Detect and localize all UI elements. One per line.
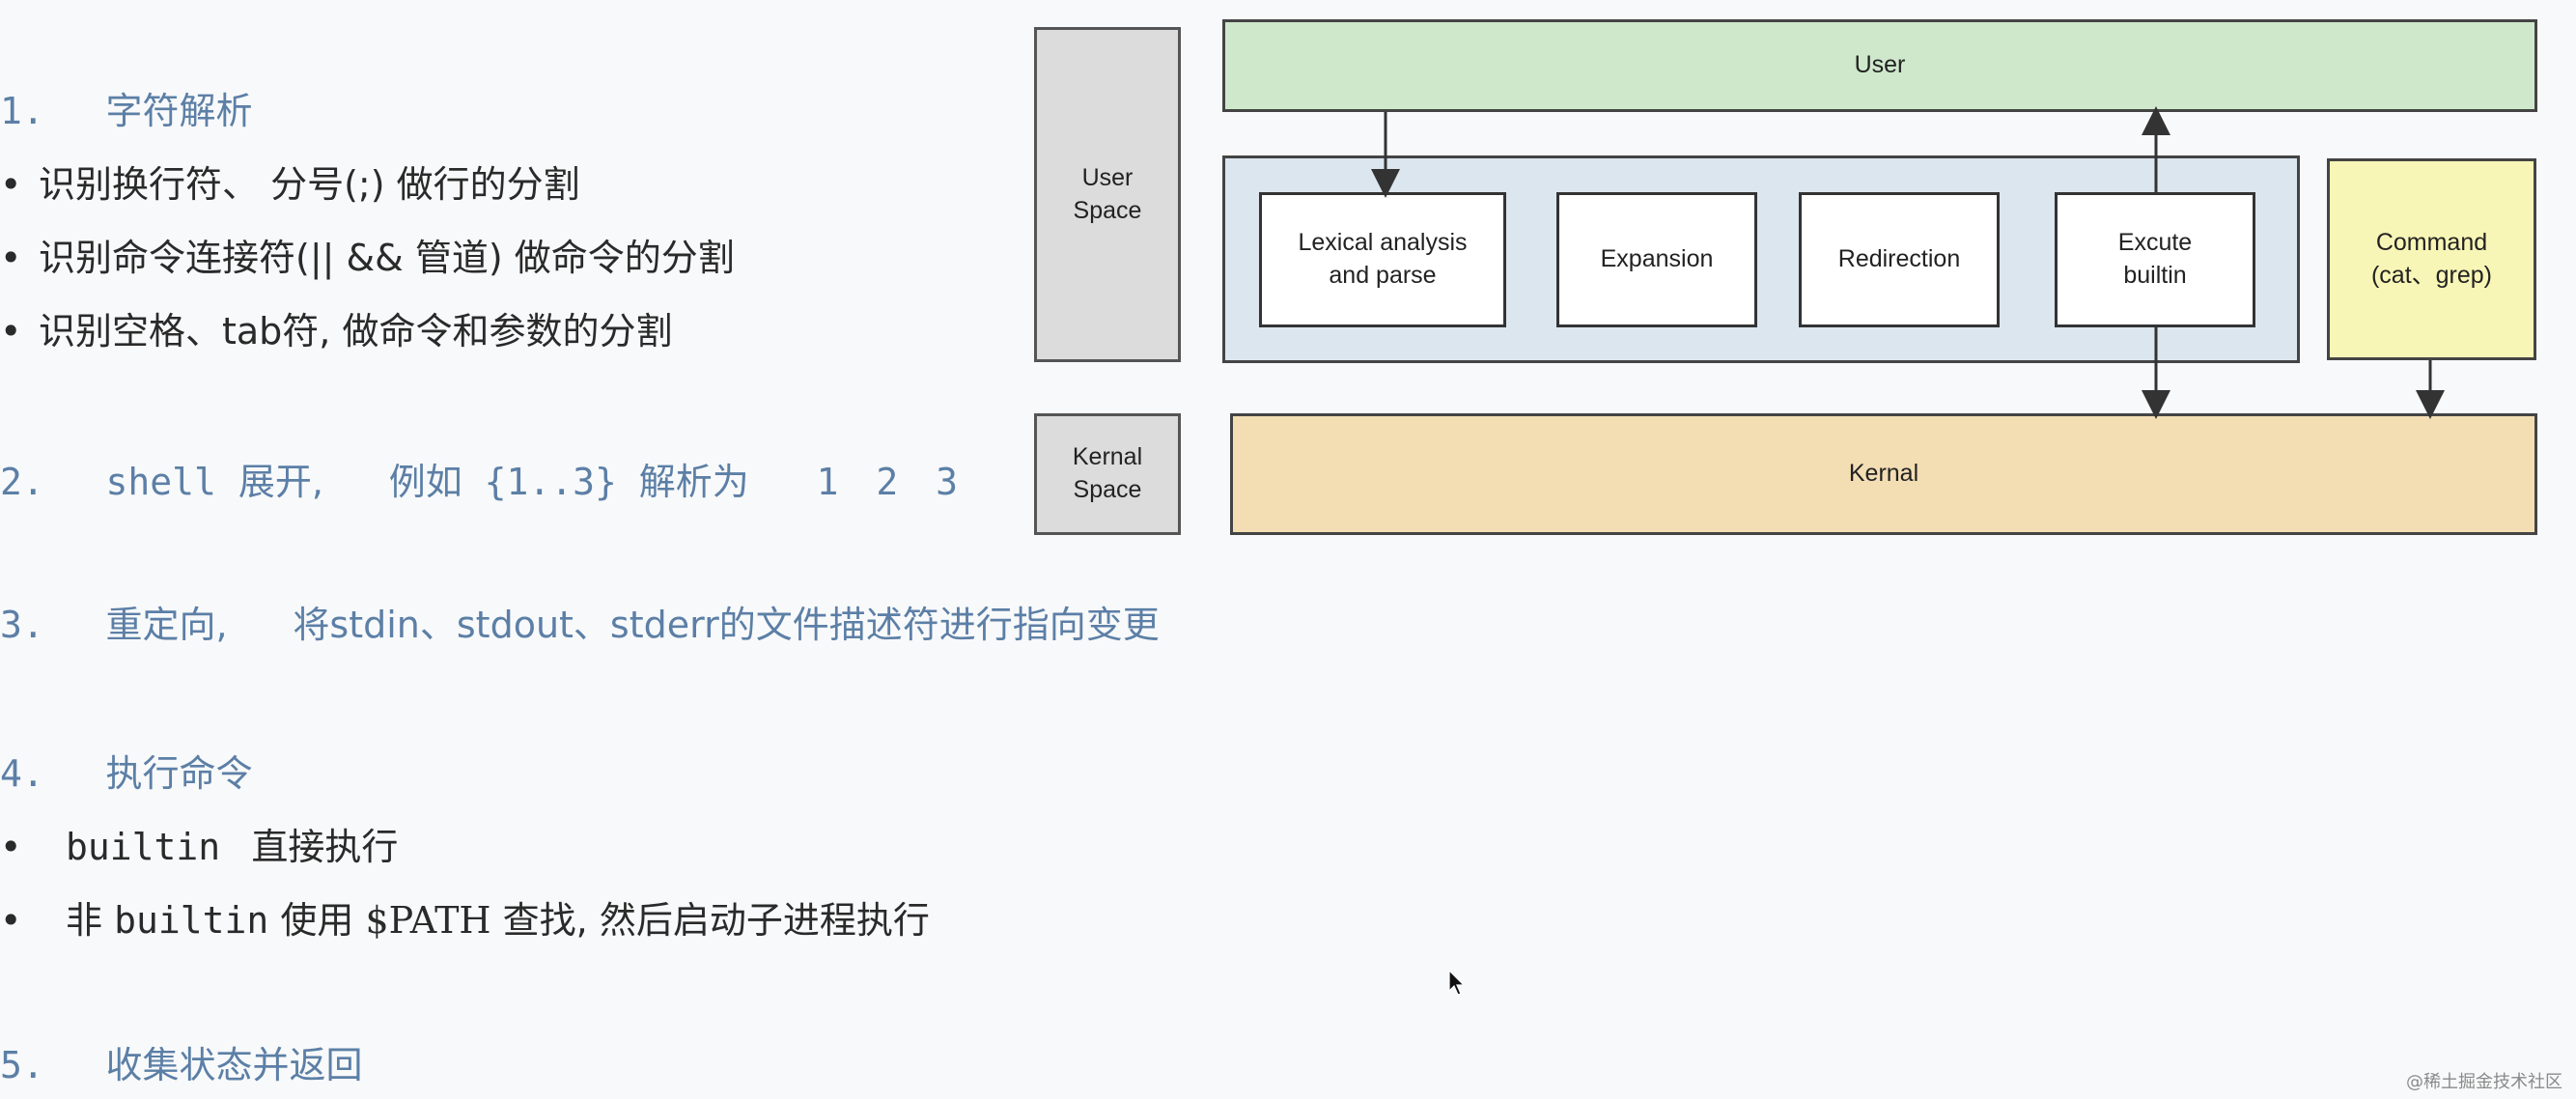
step-2-heading: 2. shell 展开, 例如 {1..3} 解析为 1 2 3 [0, 452, 966, 505]
step-number: 5. [0, 1044, 44, 1086]
step-number: 4. [0, 752, 44, 795]
bullet-text: 识别换行符、 分号(;) 做行的分割 [39, 163, 580, 206]
redirection-box: Redirection [1799, 192, 2000, 327]
step-1-bullet-1: • 识别换行符、 分号(;) 做行的分割 [0, 155, 580, 208]
step-4-bullet-2: • 非 builtin 使用 $PATH 查找, 然后启动子进程执行 [0, 890, 930, 944]
step-title: 展开, [238, 461, 323, 503]
bullet-dot-icon: • [0, 310, 22, 352]
bullet-text: 直接执行 [251, 826, 399, 868]
step-1-bullet-2: • 识别命令连接符(|| && 管道) 做命令的分割 [0, 228, 735, 281]
brace-expansion-code: {1..3} [484, 461, 617, 503]
excute-builtin-label: Excute builtin [2117, 229, 2193, 289]
watermark: @稀土掘金技术社区 [2406, 1072, 2562, 1092]
kernal-label: Kernal [1848, 460, 1919, 488]
builtin-code: builtin [114, 899, 269, 942]
kernal-space-label: Kernal Space [1072, 443, 1143, 503]
result-label: 解析为 [638, 461, 749, 503]
step-4-bullet-1: • builtin 直接执行 [0, 817, 398, 870]
bullet-text: 识别空格、tab符, 做命令和参数的分割 [39, 310, 673, 352]
user-box: User [1222, 19, 2537, 112]
bullet-text: 查找, 然后启动子进程执行 [502, 899, 930, 942]
bullet-text: 识别命令连接符(|| && 管道) 做命令的分割 [39, 237, 735, 279]
lexical-analysis-box: Lexical analysis and parse [1259, 192, 1506, 327]
bullet-dot-icon: • [0, 826, 22, 868]
redirection-label: Redirection [1837, 245, 1961, 273]
step-title: 收集状态并返回 [105, 1044, 363, 1086]
kernal-space-box: Kernal Space [1034, 413, 1181, 535]
kernal-box: Kernal [1230, 413, 2537, 535]
bullet-prefix: 非 [66, 899, 103, 942]
step-title: 字符解析 [105, 90, 253, 132]
lexical-analysis-label: Lexical analysis and parse [1298, 229, 1468, 289]
step-3-heading: 3. 重定向, 将stdin、stdout、stderr的文件描述符进行指向变更 [0, 595, 1160, 648]
step-number: 2. [0, 461, 44, 503]
user-space-label: User Space [1073, 163, 1142, 224]
bullet-dot-icon: • [0, 163, 22, 206]
bullet-mid: 使用 [280, 899, 354, 942]
path-variable: $PATH [365, 899, 491, 942]
command-label: Command (cat、grep) [2370, 228, 2493, 289]
excute-builtin-box: Excute builtin [2055, 192, 2255, 327]
command-box: Command (cat、grep) [2327, 158, 2536, 360]
expansion-label: Expansion [1600, 245, 1714, 273]
expansion-box: Expansion [1556, 192, 1757, 327]
bullet-dot-icon: • [0, 237, 22, 279]
step-title: 重定向, [105, 604, 228, 646]
mouse-pointer-icon [1448, 970, 1466, 996]
user-space-box: User Space [1034, 27, 1181, 362]
step-1-bullet-3: • 识别空格、tab符, 做命令和参数的分割 [0, 301, 672, 354]
step-number: 3. [0, 604, 44, 646]
step-title: 执行命令 [105, 752, 253, 795]
user-label: User [1854, 51, 1906, 79]
step-number: 1. [0, 90, 44, 132]
step-4-heading: 4. 执行命令 [0, 744, 253, 797]
builtin-code: builtin [66, 826, 221, 868]
step-description: 将stdin、stdout、stderr的文件描述符进行指向变更 [293, 604, 1160, 646]
shell-word: shell [105, 461, 216, 503]
step-1-heading: 1. 字符解析 [0, 81, 253, 134]
step-5-heading: 5. 收集状态并返回 [0, 1035, 363, 1088]
bullet-dot-icon: • [0, 899, 22, 942]
result-values: 1 2 3 [816, 461, 966, 503]
example-label: 例如 [388, 461, 462, 503]
